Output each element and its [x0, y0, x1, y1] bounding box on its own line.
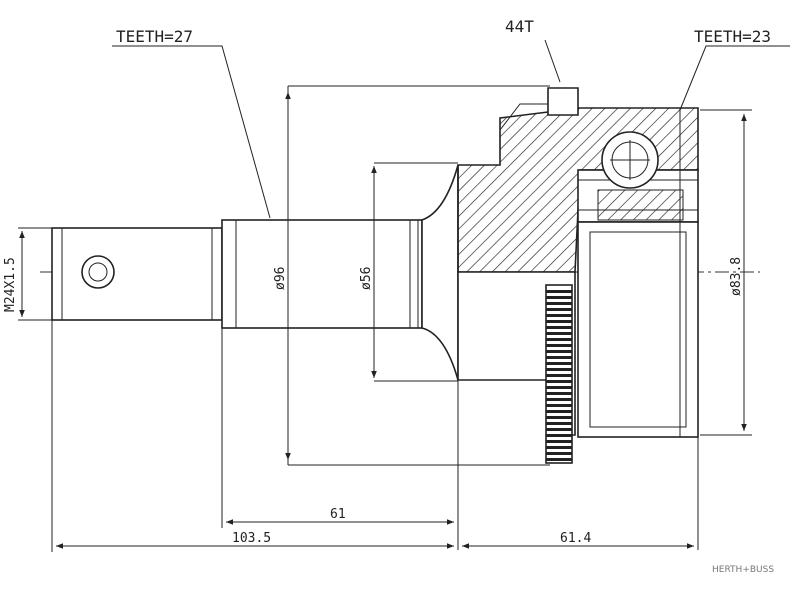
- abs-tooth: [546, 446, 572, 449]
- abs-tooth: [546, 344, 572, 347]
- abs-tooth: [546, 386, 572, 389]
- abs-tooth: [546, 410, 572, 413]
- abs-tooth: [546, 314, 572, 317]
- abs-tooth: [546, 332, 572, 335]
- abs-tooth: [546, 434, 572, 437]
- length-61-4-label: 61.4: [560, 531, 591, 546]
- length-61-label: 61: [330, 507, 346, 522]
- thread-label: M24X1.5: [3, 257, 18, 312]
- abs-tooth: [546, 362, 572, 365]
- abs-tooth: [546, 338, 572, 341]
- abs-tooth: [546, 428, 572, 431]
- spline-shaft: [221, 219, 423, 329]
- abs-tooth: [546, 350, 572, 353]
- teeth-left-label: TEETH=27: [116, 27, 193, 46]
- abs-tooth: [546, 368, 572, 371]
- abs-teeth: [546, 290, 572, 461]
- dia-83-label: ø83.8: [729, 257, 744, 296]
- abs-tooth: [546, 392, 572, 395]
- abs-tooth: [546, 380, 572, 383]
- abs-tooth: [546, 458, 572, 461]
- abs-tooth: [546, 290, 572, 293]
- outer-shell: [577, 221, 699, 438]
- abs-tooth: [546, 404, 572, 407]
- length-103-label: 103.5: [232, 531, 271, 546]
- abs-tooth: [546, 440, 572, 443]
- abs-tooth: [546, 356, 572, 359]
- abs-teeth-label: 44T: [505, 17, 534, 36]
- abs-tooth: [546, 422, 572, 425]
- abs-tooth: [546, 302, 572, 305]
- abs-key: [547, 87, 579, 116]
- abs-tooth: [546, 374, 572, 377]
- teeth-right-label: TEETH=23: [694, 27, 771, 46]
- cotter-pin-hole: [81, 255, 115, 289]
- abs-tooth: [546, 452, 572, 455]
- abs-tooth: [546, 320, 572, 323]
- abs-tooth: [546, 296, 572, 299]
- abs-tooth: [546, 398, 572, 401]
- neck: [421, 164, 459, 381]
- brand-watermark: HERTH+BUSS: [712, 565, 774, 575]
- abs-tooth: [546, 326, 572, 329]
- thread-end: [51, 227, 223, 321]
- abs-tooth: [546, 416, 572, 419]
- dia-96-label: ø96: [273, 267, 288, 290]
- abs-tooth: [546, 308, 572, 311]
- dia-56-label: ø56: [359, 267, 374, 290]
